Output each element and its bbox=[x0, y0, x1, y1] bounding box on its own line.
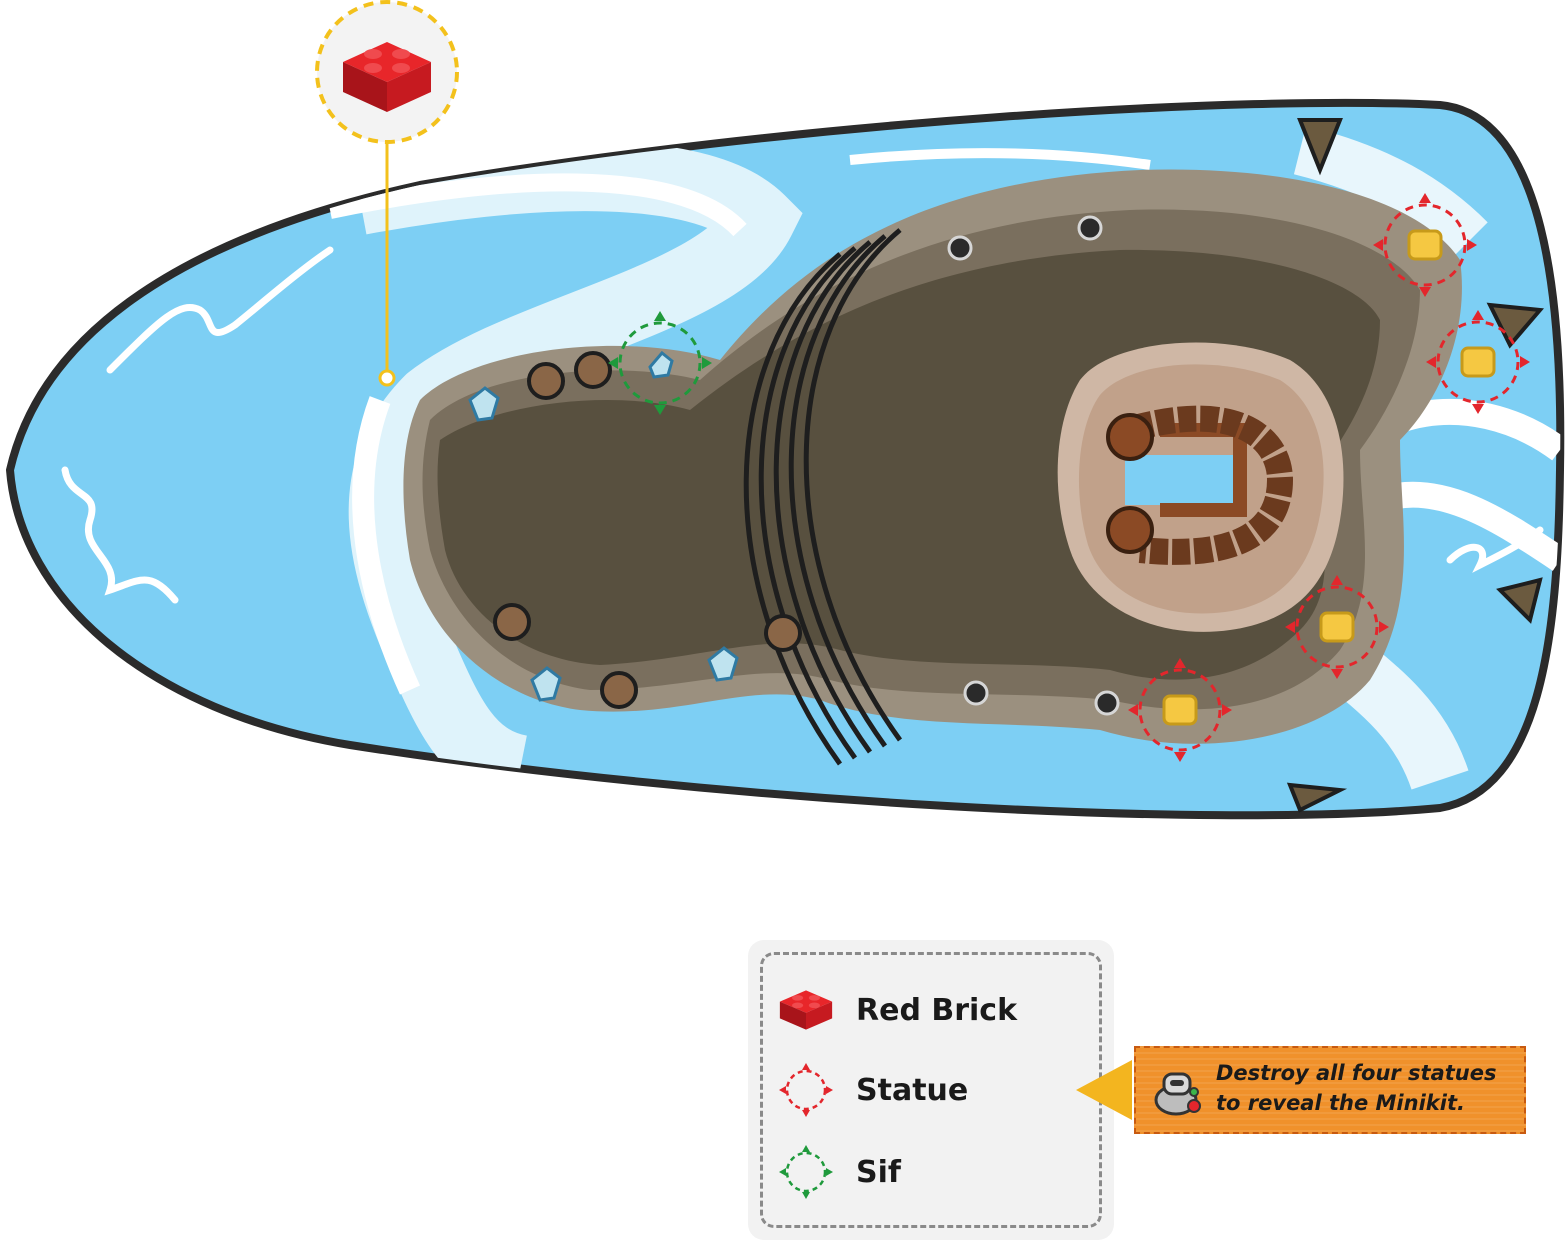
tip-box: Destroy all four statues to reveal the M… bbox=[1134, 1046, 1526, 1134]
boulder bbox=[527, 362, 565, 400]
hull-bumpers bbox=[1286, 118, 1545, 813]
boulder bbox=[764, 614, 802, 652]
minikit-robot-icon bbox=[1150, 1062, 1208, 1120]
red-brick-icon bbox=[778, 982, 834, 1038]
stud-icon bbox=[1094, 690, 1120, 716]
map-legend: Red Brick Statue Sif bbox=[748, 940, 1114, 1240]
stud-icon bbox=[1077, 215, 1103, 241]
ice-crystal-icon bbox=[468, 386, 500, 422]
statue-marker[interactable] bbox=[1373, 193, 1477, 297]
legend-label: Sif bbox=[856, 1154, 901, 1190]
boulders bbox=[493, 351, 802, 709]
stud-icon bbox=[947, 235, 973, 261]
statue-marker[interactable] bbox=[1426, 310, 1530, 414]
stud-pickups bbox=[947, 215, 1120, 716]
ice-crystals bbox=[468, 386, 739, 702]
curved-bridge bbox=[743, 228, 903, 766]
central-platform bbox=[1057, 342, 1344, 632]
sif-marker-icon bbox=[778, 1144, 834, 1200]
water-squiggles bbox=[61, 246, 1544, 604]
statue-markers[interactable] bbox=[1128, 193, 1530, 762]
statue-marker[interactable] bbox=[1128, 658, 1232, 762]
sif-marker[interactable] bbox=[608, 311, 712, 415]
level-map bbox=[5, 0, 1565, 820]
statue-marker-icon bbox=[778, 1062, 834, 1118]
legend-item-red-brick: Red Brick bbox=[778, 980, 1017, 1040]
boulder bbox=[600, 671, 638, 709]
red-brick-icon bbox=[343, 42, 431, 112]
legend-label: Red Brick bbox=[856, 992, 1018, 1028]
boulder bbox=[574, 351, 612, 389]
red-brick-callout[interactable] bbox=[315, 0, 459, 387]
tip-text: Destroy all four statues to reveal the M… bbox=[1216, 1061, 1497, 1115]
boulder bbox=[493, 603, 531, 641]
ice-crystal-icon bbox=[530, 666, 562, 702]
ice-crystal-icon bbox=[707, 646, 739, 682]
statue-marker[interactable] bbox=[1285, 575, 1389, 679]
stud-icon bbox=[963, 680, 989, 706]
legend-item-sif: Sif bbox=[778, 1142, 901, 1202]
legend-item-statue: Statue bbox=[778, 1060, 968, 1120]
tip-pointer bbox=[1076, 1060, 1132, 1120]
legend-label: Statue bbox=[856, 1072, 969, 1108]
